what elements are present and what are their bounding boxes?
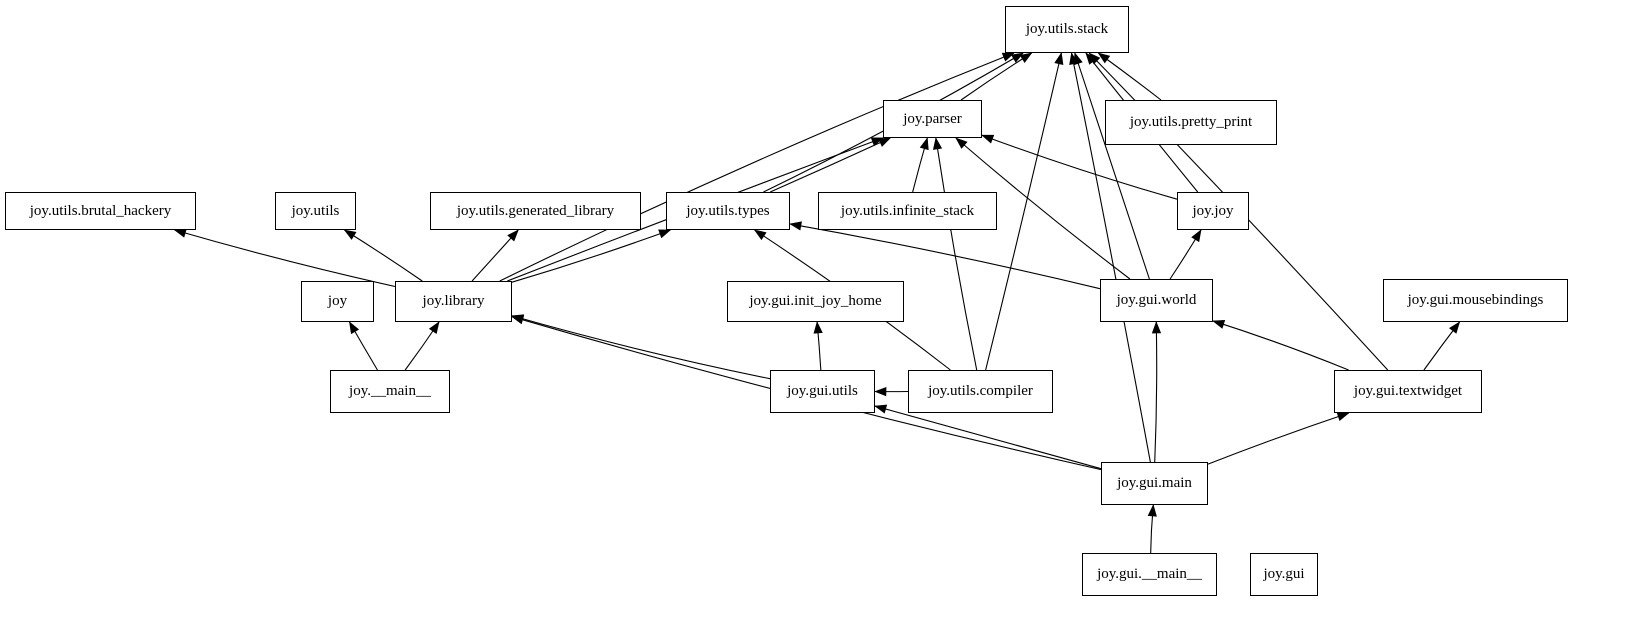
node-label: joy.utils.generated_library — [456, 202, 615, 219]
edge-joy.joy-to-joy.parser — [981, 134, 1178, 200]
arrowhead — [1054, 52, 1064, 66]
edge-joy.library-to-joy.utils.brutal_hackery — [174, 229, 396, 288]
edge-joy.utils.pretty_print-to-joy.utils.stack — [1098, 52, 1162, 101]
node-joy[interactable]: joy — [301, 281, 374, 322]
edge-joy.gui.main-to-joy.gui.textwidget — [1207, 412, 1349, 465]
edge-joy.gui.world-to-joy.utils.stack — [1074, 52, 1150, 280]
node-label: joy.gui — [1263, 566, 1305, 582]
arrowhead — [349, 321, 360, 335]
edge-joy.library-to-joy.utils — [344, 229, 423, 282]
node-joy-utils[interactable]: joy.utils — [275, 192, 356, 230]
arrowhead — [1212, 319, 1226, 329]
node-label: joy.utils — [291, 202, 340, 219]
node-joy-parser[interactable]: joy.parser — [883, 100, 982, 138]
arrowhead — [1147, 504, 1157, 517]
edge-joy.library-to-joy.utils.stack — [499, 52, 1015, 282]
node-joy-gui-main[interactable]: joy.gui.main — [1101, 462, 1208, 505]
arrowhead — [932, 137, 943, 150]
node-label: joy.library — [422, 293, 485, 309]
arrowhead — [1001, 52, 1015, 62]
arrowhead — [428, 321, 440, 334]
node-joy-utils-brutal-hackery[interactable]: joy.utils.brutal_hackery — [5, 192, 196, 230]
arrowhead — [753, 229, 767, 241]
edge-joy.gui.world-to-joy.parser — [955, 137, 1131, 280]
node-label: joy.utils.infinite_stack — [840, 202, 975, 219]
node-label: joy.utils.types — [686, 202, 770, 219]
arrowhead — [955, 137, 968, 149]
arrowhead — [173, 228, 187, 238]
node-joy-utils-pretty-print[interactable]: joy.utils.pretty_print — [1105, 100, 1277, 145]
arrowhead — [343, 229, 357, 240]
node-label: joy.gui.main — [1117, 475, 1192, 491]
arrowhead — [1449, 321, 1461, 334]
node-joy-main[interactable]: joy.__main__ — [330, 370, 450, 413]
node-label: joy.utils.stack — [1025, 21, 1109, 37]
node-joy-gui-mousebindings[interactable]: joy.gui.mousebindings — [1383, 279, 1568, 322]
arrowhead — [878, 137, 892, 147]
edge-joy.utils.types-to-joy.parser — [770, 137, 891, 193]
arrowhead — [1011, 52, 1024, 63]
node-label: joy.joy — [1192, 202, 1234, 219]
edge-joy.gui.world-to-joy.utils.types — [789, 223, 1101, 290]
edge-joy.gui.main-to-joy.gui.world — [1154, 321, 1158, 463]
edge-joy.gui.utils-to-joy.library — [511, 315, 771, 380]
node-label: joy.gui.textwidget — [1353, 383, 1463, 399]
arrowhead — [919, 137, 929, 151]
node-joy-gui-main[interactable]: joy.gui.__main__ — [1082, 553, 1217, 596]
node-joy-utils-infinite-stack[interactable]: joy.utils.infinite_stack — [818, 192, 997, 230]
arrowhead — [1336, 412, 1350, 422]
edge-joy.gui.textwidget-to-joy.gui.world — [1212, 320, 1349, 371]
node-joy-utils-types[interactable]: joy.utils.types — [666, 192, 790, 230]
arrowhead — [874, 387, 887, 397]
edge-joy.library-to-joy.utils.types — [511, 229, 671, 283]
edge-joy.gui.main-to-joy.gui.utils — [874, 405, 1102, 470]
node-label: joy.gui.init_joy_home — [749, 293, 882, 309]
node-joy-library[interactable]: joy.library — [395, 281, 512, 322]
arrowhead — [1069, 52, 1079, 65]
node-joy-utils-stack[interactable]: joy.utils.stack — [1005, 6, 1129, 53]
node-joy-gui-textwidget[interactable]: joy.gui.textwidget — [1334, 370, 1482, 413]
node-joy-utils-compiler[interactable]: joy.utils.compiler — [908, 370, 1053, 413]
node-joy-joy[interactable]: joy.joy — [1177, 192, 1249, 230]
node-label: joy.gui.__main__ — [1097, 566, 1202, 582]
arrowhead — [1151, 321, 1162, 334]
arrowhead — [511, 315, 525, 325]
node-joy-gui-world[interactable]: joy.gui.world — [1100, 279, 1213, 322]
arrowhead — [1097, 52, 1111, 64]
arrowhead — [1019, 52, 1033, 63]
node-label: joy — [327, 293, 348, 309]
node-label: joy.gui.world — [1116, 292, 1197, 308]
arrowhead — [658, 229, 672, 239]
node-joy-gui-init-joy-home[interactable]: joy.gui.init_joy_home — [727, 281, 904, 322]
arrowhead — [789, 221, 802, 231]
arrowhead — [1191, 229, 1202, 243]
node-label: joy.gui.mousebindings — [1407, 292, 1544, 308]
node-label: joy.utils.compiler — [928, 383, 1033, 399]
node-joy-gui-utils[interactable]: joy.gui.utils — [770, 370, 875, 413]
node-joy-utils-generated-library[interactable]: joy.utils.generated_library — [430, 192, 641, 230]
node-label: joy.gui.utils — [787, 383, 858, 399]
node-joy-gui[interactable]: joy.gui — [1250, 553, 1318, 596]
arrowhead — [507, 229, 519, 242]
node-label: joy.utils.pretty_print — [1129, 114, 1253, 130]
arrowhead — [813, 321, 823, 334]
edge-joy.utils.compiler-to-joy.utils.stack — [985, 52, 1062, 371]
node-label: joy.utils.brutal_hackery — [29, 202, 172, 219]
arrowhead — [1088, 52, 1101, 65]
edge-joy.utils.compiler-to-joy.parser — [935, 137, 978, 371]
edge-joy.gui.main-to-joy.utils.stack — [1070, 52, 1151, 463]
arrowhead — [981, 134, 995, 144]
node-label: joy.parser — [903, 110, 962, 127]
arrowhead — [874, 404, 888, 414]
node-label: joy.__main__ — [349, 383, 431, 399]
